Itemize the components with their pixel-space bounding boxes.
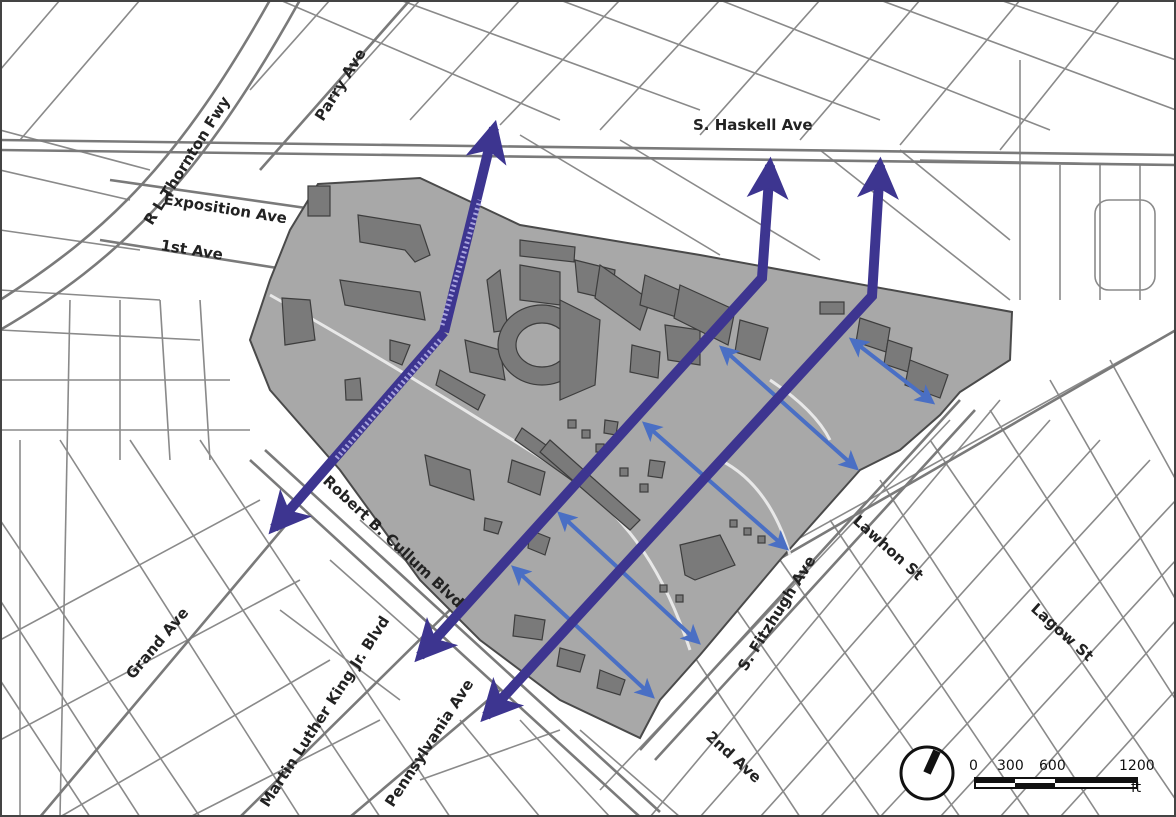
scale-bar-seg-2	[1015, 783, 1055, 788]
primary-arrow-parry-segment	[439, 119, 507, 334]
scale-bar: 0 300 600 1200 ft	[969, 758, 1155, 796]
scale-bar-seg-3	[1055, 778, 1137, 783]
scale-unit: ft	[1131, 780, 1142, 796]
primary-arrow-haskell-to-pennsylvania	[480, 156, 899, 723]
scale-tick-300: 300	[997, 758, 1024, 774]
north-arrow-icon	[899, 745, 955, 801]
primary-connection-arrows	[268, 119, 899, 723]
label-s-haskell-ave: S. Haskell Ave	[693, 116, 813, 134]
scale-tick-600: 600	[1039, 758, 1066, 774]
scale-tick-0: 0	[969, 758, 978, 774]
proposed-corridor-dashes	[333, 199, 483, 462]
scale-tick-1200: 1200	[1119, 758, 1155, 774]
scale-bar-seg-1	[975, 778, 1015, 783]
